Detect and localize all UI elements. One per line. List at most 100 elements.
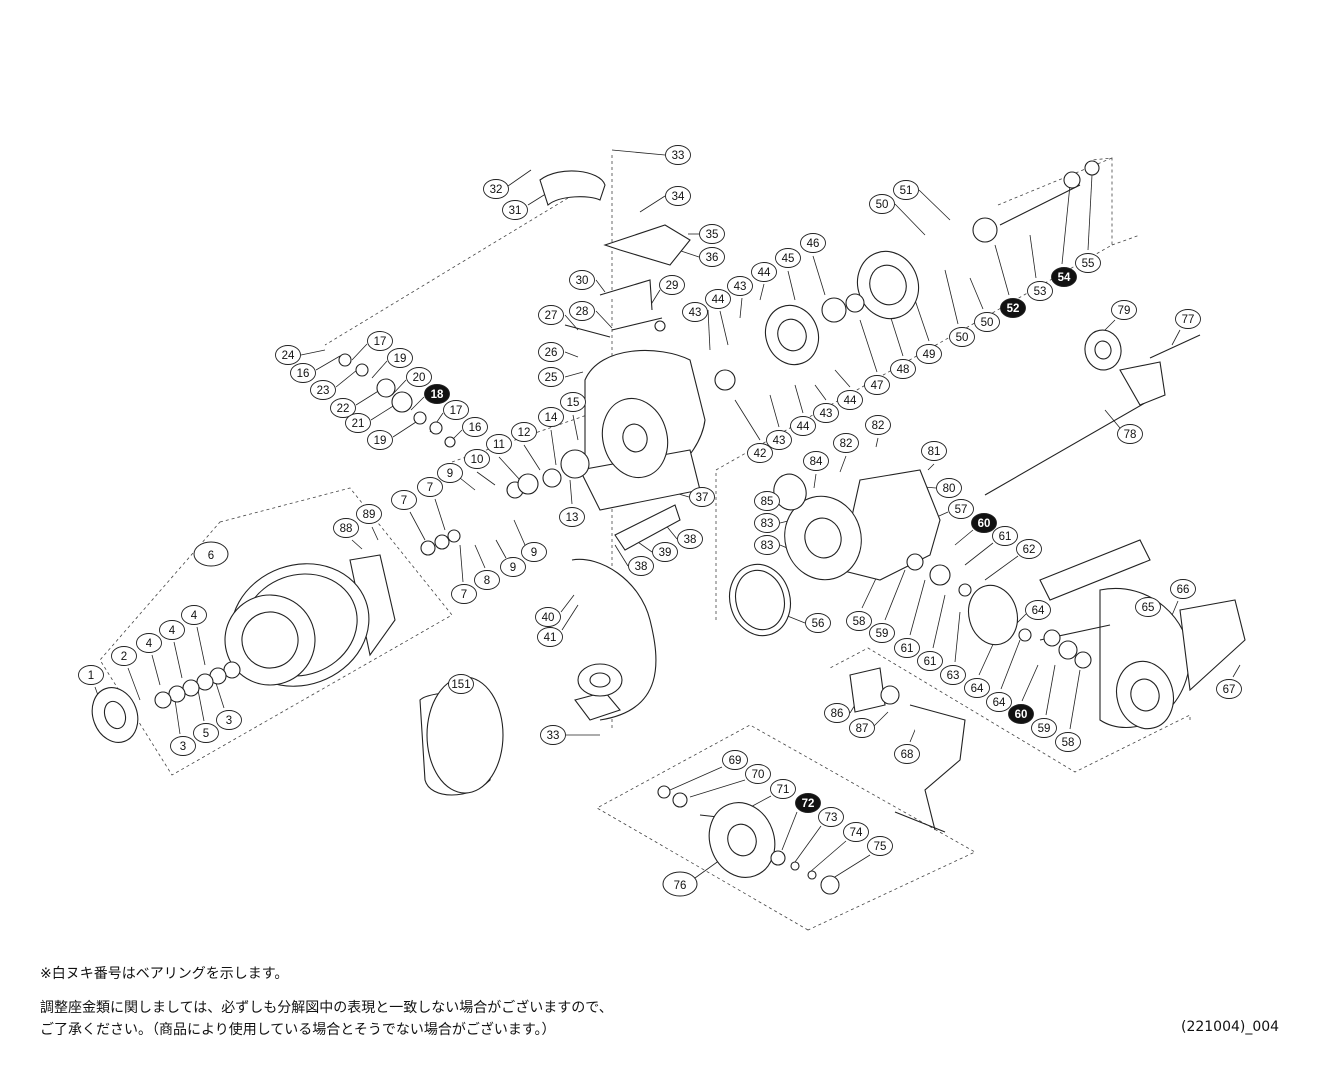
leader-line-2 bbox=[127, 667, 141, 701]
small-part-27 bbox=[906, 553, 924, 571]
leader-line-15 bbox=[572, 414, 579, 441]
part-number-71: 71 bbox=[777, 784, 790, 796]
callout-60b: 60 bbox=[1008, 704, 1034, 724]
leader-line-18 bbox=[410, 396, 425, 411]
callout-circle-58a bbox=[846, 611, 872, 631]
part-number-41: 41 bbox=[544, 632, 557, 644]
callout-circle-41 bbox=[537, 627, 563, 647]
leader-line-72 bbox=[781, 811, 798, 851]
leader-line-76 bbox=[694, 859, 721, 879]
callout-83a: 83 bbox=[754, 513, 780, 533]
part-number-74: 74 bbox=[850, 827, 863, 839]
callout-circle-79 bbox=[1111, 300, 1137, 320]
callout-6: 6 bbox=[193, 541, 229, 567]
callout-61c: 61 bbox=[917, 651, 943, 671]
leader-line-89 bbox=[371, 526, 379, 541]
part-number-48: 48 bbox=[897, 364, 910, 376]
leader-line-23 bbox=[335, 369, 358, 388]
callout-circle-17a bbox=[367, 331, 393, 351]
small-part-20 bbox=[154, 691, 172, 709]
leader-line-64b bbox=[978, 639, 996, 676]
leader-line-9b bbox=[513, 519, 526, 546]
part-number-32: 32 bbox=[490, 184, 503, 196]
leader-line-7c bbox=[459, 544, 464, 583]
part-number-2: 2 bbox=[121, 651, 127, 663]
callout-20: 20 bbox=[406, 367, 432, 387]
callout-29: 29 bbox=[659, 275, 685, 295]
part-number-72: 72 bbox=[802, 798, 815, 810]
leader-line-43c bbox=[769, 394, 780, 428]
leader-line-64c bbox=[1000, 639, 1021, 690]
part-number-18: 18 bbox=[431, 389, 444, 401]
part-number-27: 27 bbox=[545, 310, 558, 322]
washer-note-line1: 調整座金類に関しましては、必ずしも分解図中の表現と一致しない場合がございますので… bbox=[40, 1000, 613, 1016]
callout-circle-66 bbox=[1170, 579, 1196, 599]
part-number-38a: 38 bbox=[684, 534, 697, 546]
diagram-code: (221004)_004 bbox=[1181, 1019, 1280, 1035]
callout-circle-10 bbox=[464, 449, 490, 469]
leader-line-78 bbox=[1104, 409, 1121, 429]
part-number-16b: 16 bbox=[469, 422, 482, 434]
part-number-61c: 61 bbox=[924, 656, 937, 668]
leader-line-8 bbox=[474, 544, 486, 569]
leader-line-7b bbox=[434, 498, 446, 531]
part-number-47: 47 bbox=[871, 380, 884, 392]
callout-9b: 9 bbox=[521, 542, 547, 562]
callout-circle-38b bbox=[628, 556, 654, 576]
callout-circle-16a bbox=[290, 363, 316, 383]
small-part-2 bbox=[355, 363, 369, 377]
callout-circle-34 bbox=[665, 186, 691, 206]
callout-88: 88 bbox=[333, 518, 359, 538]
callout-2: 2 bbox=[111, 646, 137, 666]
callout-44c: 44 bbox=[790, 416, 816, 436]
callout-9a: 9 bbox=[437, 463, 463, 483]
callout-circle-4c bbox=[136, 633, 162, 653]
part-number-65: 65 bbox=[1142, 602, 1155, 614]
leader-line-60a bbox=[954, 529, 974, 546]
part-number-43a: 43 bbox=[689, 307, 702, 319]
small-part-39 bbox=[807, 870, 817, 880]
callout-66: 66 bbox=[1170, 579, 1196, 599]
leader-line-59a bbox=[884, 569, 906, 621]
part-number-8: 8 bbox=[484, 575, 490, 587]
callout-51: 51 bbox=[893, 180, 919, 200]
callout-circle-61c bbox=[917, 651, 943, 671]
part-number-44d: 44 bbox=[844, 395, 857, 407]
part-ring-3 bbox=[241, 611, 299, 669]
part-number-61b: 61 bbox=[901, 643, 914, 655]
part-number-84: 84 bbox=[810, 456, 823, 468]
leader-line-74 bbox=[809, 840, 847, 873]
callout-circle-4a bbox=[181, 605, 207, 625]
leader-line-75 bbox=[829, 854, 871, 881]
part-number-67: 67 bbox=[1223, 684, 1236, 696]
part-number-6: 6 bbox=[208, 550, 214, 562]
callout-circle-87 bbox=[849, 718, 875, 738]
part-outline-2 bbox=[599, 279, 653, 311]
part-number-57: 57 bbox=[955, 504, 968, 516]
callout-circle-67 bbox=[1216, 679, 1242, 699]
small-part-1 bbox=[338, 353, 352, 367]
callout-circle-37 bbox=[689, 487, 715, 507]
leader-line-12 bbox=[523, 444, 541, 471]
part-number-86: 86 bbox=[831, 708, 844, 720]
part-number-14: 14 bbox=[545, 412, 558, 424]
callout-14: 14 bbox=[538, 407, 564, 427]
leader-line-9a bbox=[459, 477, 476, 491]
callout-circle-63 bbox=[940, 665, 966, 685]
part-number-64a: 64 bbox=[1032, 605, 1045, 617]
leader-line-25 bbox=[564, 371, 584, 378]
small-part-33 bbox=[1074, 651, 1092, 669]
callout-circle-23 bbox=[310, 380, 336, 400]
callout-circle-32 bbox=[483, 179, 509, 199]
leader-line-51 bbox=[918, 189, 951, 221]
part-number-24: 24 bbox=[282, 350, 295, 362]
part-number-43c: 43 bbox=[773, 435, 786, 447]
callout-72: 72 bbox=[795, 793, 821, 813]
leader-line-9c bbox=[495, 539, 507, 559]
callout-77: 77 bbox=[1175, 309, 1201, 329]
part-number-88: 88 bbox=[340, 523, 353, 535]
small-part-29 bbox=[958, 583, 972, 597]
leader-line-3a bbox=[214, 679, 225, 709]
callout-68: 68 bbox=[894, 744, 920, 764]
part-ring-22 bbox=[727, 823, 757, 857]
